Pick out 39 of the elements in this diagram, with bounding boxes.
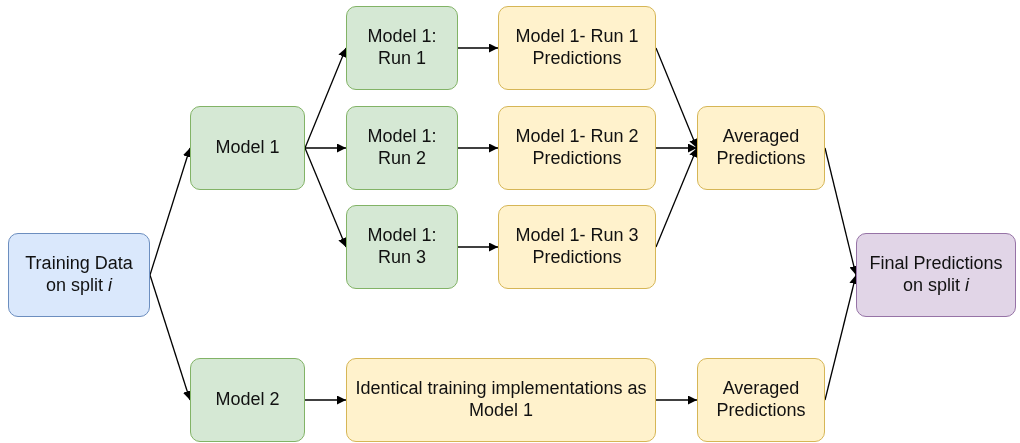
box-label: Model 1: Run 3 [366,225,438,269]
output-box [346,358,656,442]
model-box [346,205,458,289]
box-label: Model 1 [215,137,280,159]
model-box [190,358,305,442]
box-label: Identical training implementations as Model 1 [355,378,647,422]
output-box [697,106,825,190]
output-box [498,6,656,90]
box-label: Model 1- Run 2 Predictions [514,126,640,170]
box-label: Model 1- Run 3 Predictions [514,225,640,269]
box-label: Model 2 [215,389,280,411]
model-box [346,6,458,90]
arrow [655,47,698,149]
arrow [304,395,347,405]
arrow [149,274,192,401]
box-label: Training Data on split i [24,253,134,297]
arrow [304,143,347,153]
arrow [457,143,499,153]
box-label: Model 1: Run 2 [366,126,438,170]
box-label: Final Predictions on split i [868,253,1004,297]
result-box [856,233,1016,317]
input-box [8,233,150,317]
arrow [655,143,698,153]
arrow [457,43,499,53]
output-box [498,106,656,190]
arrow [655,147,698,248]
arrow [457,242,499,252]
output-box [697,358,825,442]
box-label: Averaged Predictions [715,126,807,170]
output-box [498,205,656,289]
model-box [190,106,305,190]
box-label: Model 1- Run 1 Predictions [514,26,640,70]
box-label: Model 1: Run 1 [366,26,438,70]
arrow [149,147,192,276]
box-label: Averaged Predictions [715,378,807,422]
model-box [346,106,458,190]
arrow [655,395,698,405]
arrow [304,147,347,248]
arrow [304,47,347,149]
